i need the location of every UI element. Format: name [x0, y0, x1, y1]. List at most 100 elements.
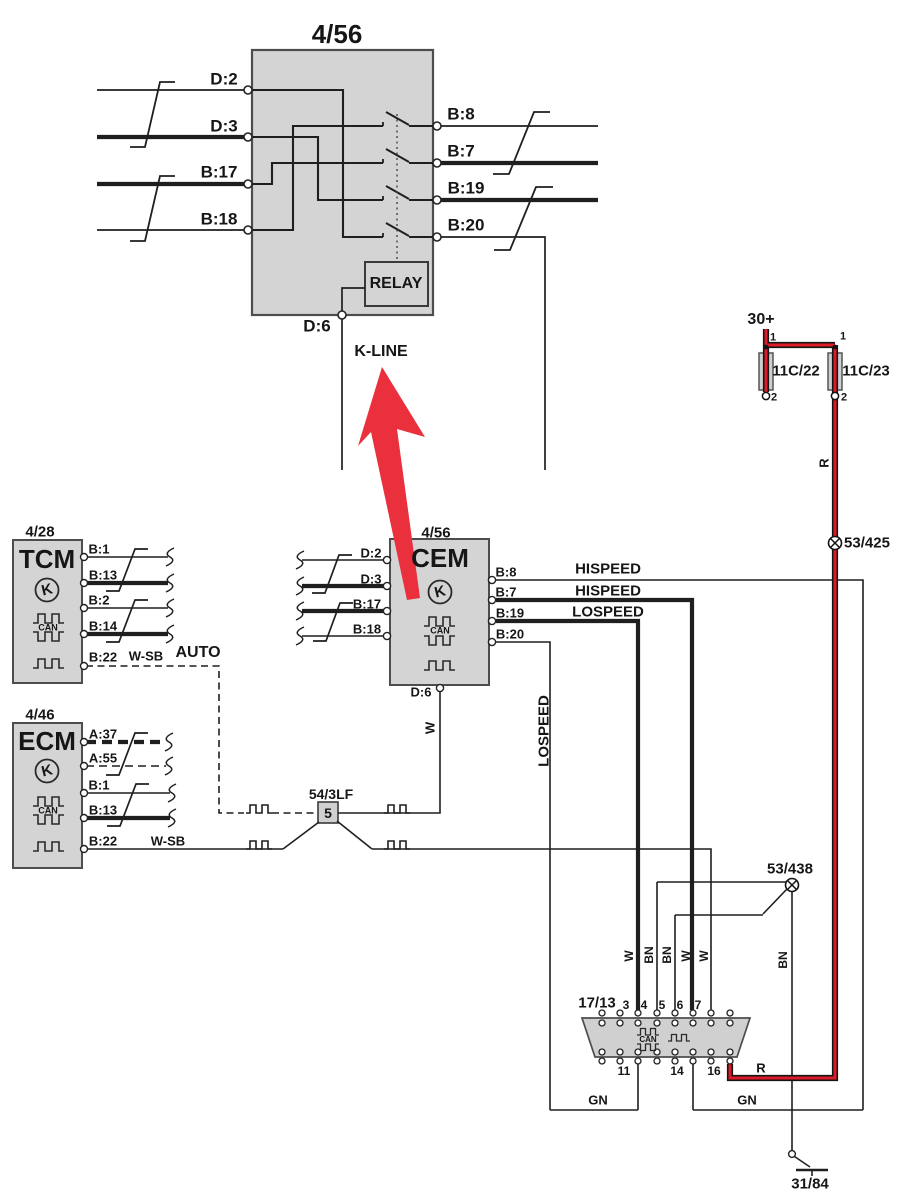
can-label: CAN	[38, 805, 58, 816]
b20-lospeed-wire	[496, 641, 551, 1110]
pin-label: A:55	[88, 750, 118, 766]
tcm-wiring	[86, 547, 316, 814]
connector-can-symbols	[637, 1027, 690, 1052]
relay-switch-blades	[385, 111, 410, 237]
splice-438-symbol	[784, 877, 800, 893]
pin-label: D:6	[303, 316, 331, 336]
wire-color-label: GN	[737, 1092, 757, 1108]
pin-label: B:20	[447, 215, 485, 235]
pin-label: B:7	[447, 141, 475, 161]
ecm-name: ECM	[18, 726, 76, 756]
pin-label: B:19	[495, 605, 525, 621]
tcm-pin-circles	[79, 552, 89, 671]
pin-label: D:6	[410, 684, 432, 700]
connector-pin-number: 7	[694, 998, 702, 1012]
wire-color-label: BN	[660, 946, 674, 964]
wire-color-label: BN	[776, 951, 790, 969]
connector-17-13-body	[580, 1017, 752, 1058]
auto-label: AUTO	[175, 644, 221, 661]
connector-pin-number: 4	[640, 998, 648, 1012]
lospeed-vertical-label: LOSPEED	[535, 695, 553, 767]
pin-label: B:18	[200, 209, 238, 229]
ground-terminal-circle	[787, 1149, 797, 1159]
connector-id: 17/13	[578, 994, 616, 1012]
ecm-id: 4/46	[25, 706, 55, 724]
fuse-label: 11C/23	[842, 362, 890, 380]
wire-color-label: W-SB	[150, 833, 186, 849]
pin-label: B:7	[495, 584, 517, 600]
relay-to-d6-wire	[341, 287, 365, 311]
tcm-k-circle	[34, 577, 60, 603]
gn-wire-left	[550, 1064, 639, 1111]
connector-pin-number: 11	[617, 1064, 631, 1078]
bus-label: HISPEED	[575, 582, 641, 600]
relay-detail-external-wires	[97, 81, 598, 470]
pin-label: B:8	[447, 104, 475, 124]
splice-425-symbol	[827, 535, 843, 551]
harness-break-symbols	[106, 732, 149, 827]
pulse-symbol	[246, 804, 272, 814]
pin-label: B:18	[352, 621, 382, 637]
can-label: CAN	[430, 625, 450, 636]
fuse-label: 11C/22	[772, 362, 820, 380]
ground-label: 31/84	[791, 1175, 829, 1193]
connector-pin-number: 5	[658, 998, 666, 1012]
b20-down-wire	[440, 236, 546, 470]
cem-k-circle	[427, 579, 453, 605]
block-symbols	[33, 577, 455, 852]
harness-break-symbols	[130, 81, 553, 251]
wire-color-label: W	[422, 721, 438, 735]
bus-label: HISPEED	[575, 560, 641, 578]
connector-pin-number: 16	[707, 1064, 721, 1078]
pin-label: A:37	[88, 726, 118, 742]
splice-label: 53/425	[844, 534, 890, 552]
pin-label: B:20	[495, 626, 525, 642]
wire-color-label: R	[816, 458, 832, 468]
harness-break-symbols	[312, 554, 353, 642]
power-circuit	[726, 329, 843, 1082]
wire-color-label: W	[679, 950, 693, 962]
ecm-k-circle	[34, 758, 60, 784]
connector-pin-number: 14	[670, 1064, 684, 1078]
cem-id: 4/56	[421, 524, 451, 542]
fuse-pin-label: 2	[840, 391, 848, 404]
pin-label: B:2	[88, 592, 110, 608]
cem-wiring	[295, 550, 864, 1111]
pin-label: B:22	[88, 649, 118, 665]
kline-w-wire-to-connector	[336, 820, 712, 1010]
splice-label: 53/438	[767, 860, 813, 878]
b7-hispeed-wire	[496, 597, 695, 1010]
pin-label: B:17	[200, 162, 238, 182]
pulse-symbol	[246, 840, 272, 850]
cem-pin-circles	[382, 555, 497, 693]
relay-detail-title: 4/56	[311, 19, 363, 49]
bus-label: LOSPEED	[572, 603, 644, 621]
b8-hispeed-wire	[496, 579, 864, 1110]
wire-continuation-squiggles	[295, 550, 305, 646]
gn-wire-right	[692, 1064, 863, 1111]
relay-detail-internal-wires	[252, 88, 433, 311]
pin-label: D:3	[360, 571, 382, 587]
junction-pin: 5	[324, 805, 332, 821]
pin-label: B:19	[447, 178, 485, 198]
can-label: CAN	[639, 1035, 657, 1044]
b19-lospeed-wire	[496, 618, 641, 1010]
splice-438-wiring	[656, 881, 828, 1176]
relay-label: RELAY	[369, 275, 423, 292]
pin-label: B:8	[495, 564, 517, 580]
zoom-callout-arrow	[358, 367, 425, 600]
connector-pin-circles	[598, 1009, 734, 1065]
pin-label: B:13	[88, 567, 118, 583]
wire-color-label: W-SB	[128, 648, 164, 664]
relay-detail-pin-circles	[243, 85, 442, 320]
tcm-id: 4/28	[25, 523, 55, 541]
pin-label: D:3	[210, 116, 238, 136]
pin-label: B:13	[88, 802, 118, 818]
wire-color-label: W	[697, 950, 711, 962]
ecm-wiring	[86, 732, 320, 850]
pin-label: B:14	[88, 618, 118, 634]
kline-w-wire-to-cem	[338, 691, 441, 814]
kline-label: K-LINE	[354, 343, 408, 360]
